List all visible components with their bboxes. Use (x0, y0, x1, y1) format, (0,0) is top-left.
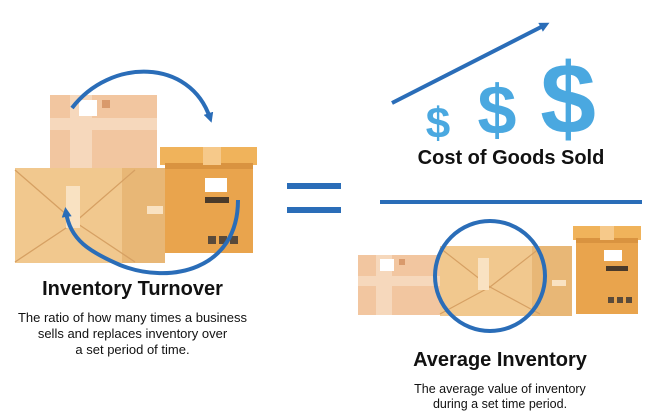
dollar-icon-small: $ (426, 99, 450, 148)
description-line: The ratio of how many times a business (17, 310, 248, 325)
description-line: a set period of time. (75, 342, 190, 357)
highlight-circle (433, 219, 547, 333)
cycle-arrow-top (70, 69, 214, 123)
equals-icon (287, 183, 341, 213)
cost-of-goods-sold-title: Cost of Goods Sold (417, 147, 605, 169)
description-line: The average value of inventory (414, 382, 586, 396)
growth-arrow-icon (391, 22, 550, 105)
dollar-icon-large: $ (540, 43, 596, 155)
cycle-arrow-bottom (61, 199, 240, 276)
box-small-pink (358, 255, 443, 315)
box-pile-illustration (14, 69, 257, 276)
average-inventory-title: Average Inventory (413, 349, 587, 371)
inventory-turnover-title: Inventory Turnover (42, 278, 223, 300)
fraction-bar (380, 200, 642, 204)
box-tall-orange (573, 226, 641, 314)
inventory-turnover-description: The ratio of how many times a business s… (0, 310, 265, 358)
dollar-icon-medium: $ (478, 71, 517, 149)
average-inventory-description: The average value of inventory during a … (365, 382, 635, 412)
description-line: during a set time period. (432, 397, 568, 411)
denominator-boxes-illustration (358, 219, 641, 333)
box-right-orange (160, 147, 257, 253)
box-medium-flat (439, 246, 572, 316)
description-line: sells and replaces inventory over (37, 326, 228, 341)
box-top-pink (50, 95, 157, 170)
